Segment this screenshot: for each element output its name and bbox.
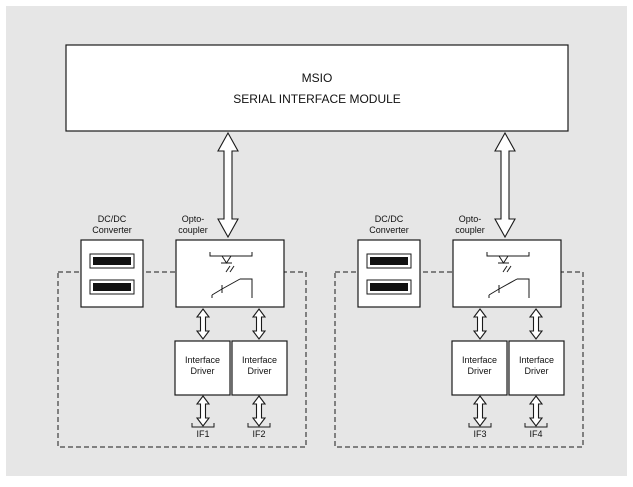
driver-label-line1: Interface [185, 355, 220, 365]
port-label: IF3 [473, 429, 486, 439]
dcdc-converter-box [357, 239, 421, 308]
msio-title: MSIO [302, 71, 333, 85]
transformer-coil-icon [366, 253, 412, 295]
port-connector-icon [468, 423, 492, 428]
interface-driver-box [508, 340, 565, 396]
double-arrow-icon [528, 308, 544, 340]
group-2: DC/DC Converter Opto- coupler Interface [334, 131, 584, 448]
interface-driver-box [231, 340, 288, 396]
opto-label-line1: Opto- [459, 214, 482, 224]
double-arrow-icon [472, 395, 488, 427]
double-arrow-icon [195, 308, 211, 340]
dcdc-label-line2: Converter [369, 225, 409, 235]
transformer-coil-icon [89, 253, 135, 295]
port-label: IF1 [196, 429, 209, 439]
driver-label-line1: Interface [519, 355, 554, 365]
driver-label-line1: Interface [462, 355, 497, 365]
msio-module-box [65, 44, 569, 132]
port-label: IF4 [529, 429, 542, 439]
double-arrow-icon [195, 395, 211, 427]
double-arrow-icon [217, 131, 239, 239]
double-arrow-icon [472, 308, 488, 340]
port-connector-icon [247, 423, 271, 428]
interface-driver-box [174, 340, 231, 396]
interface-driver-box [451, 340, 508, 396]
driver-label-line2: Driver [525, 366, 549, 376]
double-arrow-icon [528, 395, 544, 427]
optocoupler-box [175, 239, 285, 308]
dcdc-label-line1: DC/DC [98, 214, 127, 224]
driver-label-line2: Driver [248, 366, 272, 376]
driver-label-line2: Driver [191, 366, 215, 376]
opto-label-line1: Opto- [182, 214, 205, 224]
dcdc-label-line1: DC/DC [375, 214, 404, 224]
port-connector-icon [191, 423, 215, 428]
double-arrow-icon [251, 308, 267, 340]
optocoupler-symbol-icon [486, 252, 530, 298]
opto-label-line2: coupler [178, 225, 208, 235]
double-arrow-icon [494, 131, 516, 239]
group-1: DC/DC Converter Opto- coupler Inte [57, 131, 307, 448]
port-label: IF2 [252, 429, 265, 439]
opto-label-line2: coupler [455, 225, 485, 235]
optocoupler-box [452, 239, 562, 308]
dcdc-label-line2: Converter [92, 225, 132, 235]
optocoupler-symbol-icon [209, 252, 253, 298]
port-connector-icon [524, 423, 548, 428]
dcdc-converter-box [80, 239, 144, 308]
driver-label-line1: Interface [242, 355, 277, 365]
msio-subtitle: SERIAL INTERFACE MODULE [233, 92, 401, 106]
driver-label-line2: Driver [468, 366, 492, 376]
double-arrow-icon [251, 395, 267, 427]
